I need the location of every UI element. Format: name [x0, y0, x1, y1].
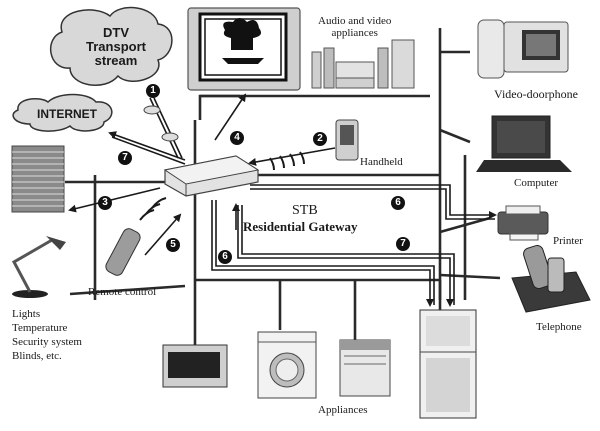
remote-control-device [105, 228, 141, 276]
remote-control-label: Remote control [88, 286, 157, 298]
dtv-cloud-label: DTV Transport stream [86, 26, 146, 68]
badge-5: 5 [166, 238, 180, 252]
dtv-cloud [49, 6, 173, 86]
badge-4: 4 [230, 131, 244, 145]
fridge-appliance [419, 309, 477, 419]
network-wiring [65, 28, 501, 345]
handheld-device [335, 119, 359, 161]
link-connector [161, 132, 179, 142]
blinds-device [11, 145, 65, 213]
oven-appliance [162, 344, 228, 388]
stb-device [163, 155, 260, 197]
printer-device [497, 205, 549, 241]
stb-subtitle: Residential Gateway [243, 219, 358, 234]
dishwasher-appliance [339, 339, 391, 397]
audio-video-device [311, 39, 415, 89]
video-doorphone-label: Video-doorphone [494, 87, 578, 101]
internet-cloud [12, 93, 113, 132]
audio-video-label-line1: Audio and video [318, 15, 392, 27]
stb-title: STB [292, 203, 318, 218]
lights-label: Lights [12, 308, 41, 320]
telephone-label: Telephone [536, 321, 582, 333]
internet-cloud-label: INTERNET [37, 107, 97, 121]
audio-video-label: Audio and video appliances [318, 15, 391, 39]
temperature-label: Temperature [12, 322, 68, 334]
link-connector [143, 105, 161, 115]
tv-device [187, 7, 301, 91]
handheld-label: Handheld [360, 156, 403, 168]
dtv-label-line2: Transport [86, 39, 146, 54]
security-label: Security system [12, 336, 82, 348]
badge-2: 2 [313, 132, 327, 146]
video-doorphone-device [477, 19, 569, 79]
washing-machine-appliance [257, 331, 317, 399]
wireless-waves [139, 151, 305, 221]
lamp-device [11, 236, 66, 298]
data-paths [68, 93, 497, 307]
badge-6: 6 [218, 250, 232, 264]
computer-device [476, 115, 572, 172]
badge-7: 7 [396, 237, 410, 251]
badge-6: 6 [391, 196, 405, 210]
appliances-label: Appliances [318, 404, 368, 416]
home-control-label: Lights Temperature Security system Blind… [12, 307, 82, 363]
badge-3: 3 [98, 196, 112, 210]
audio-video-label-line2: appliances [331, 27, 378, 39]
blinds-label: Blinds, etc. [12, 350, 62, 362]
dtv-label-line3: stream [94, 53, 138, 68]
badge-1: 1 [146, 84, 160, 98]
telephone-device [511, 244, 591, 313]
printer-label: Printer [553, 235, 583, 247]
badge-7: 7 [118, 151, 132, 165]
computer-label: Computer [514, 177, 558, 189]
dtv-label-line1: DTV [103, 25, 129, 40]
